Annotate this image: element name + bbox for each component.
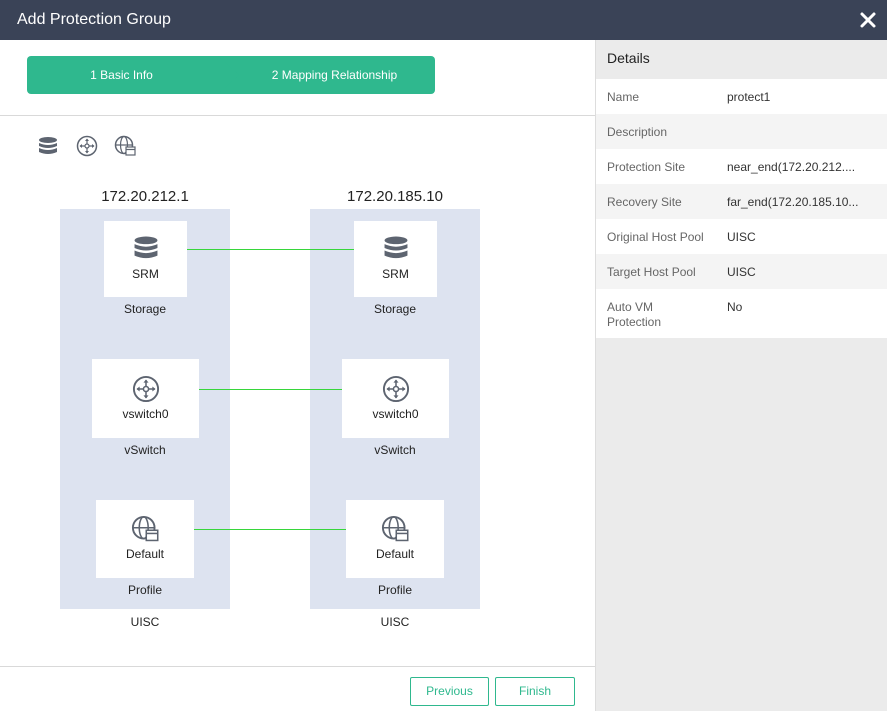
step-basic-info-label: 1 Basic Info (90, 68, 153, 82)
details-value: No (727, 300, 743, 314)
vswitch-mapping-line (157, 389, 373, 390)
details-value: UISC (727, 265, 756, 279)
site-b-vswitch-node[interactable]: vswitch0 (342, 359, 449, 438)
step-basic-info[interactable]: 1 Basic Info (27, 56, 240, 94)
storage-mapping-line (157, 249, 373, 250)
site-a-ip: 172.20.212.1 (101, 188, 189, 205)
node-label: Default (375, 547, 415, 561)
node-label: SRM (382, 267, 409, 281)
details-row-original-host-pool: Original Host Pool UISC (596, 219, 887, 254)
details-row-target-host-pool: Target Host Pool UISC (596, 254, 887, 289)
step-mapping-relationship[interactable]: 2 Mapping Relationship (218, 56, 435, 94)
details-key: Original Host Pool (607, 230, 704, 244)
node-label: Default (125, 547, 165, 561)
profile-icon (381, 515, 409, 542)
vswitch-icon (132, 375, 160, 403)
details-key: Description (607, 125, 668, 139)
profile-icon[interactable] (114, 135, 136, 157)
details-key: Target Host Pool (607, 265, 696, 279)
vswitch-icon[interactable] (76, 135, 98, 157)
storage-icon[interactable] (37, 135, 59, 157)
storage-icon (384, 236, 408, 259)
profile-icon (131, 515, 159, 542)
site-b-name: UISC (380, 615, 410, 629)
close-icon[interactable] (857, 9, 879, 31)
profile-mapping-line (157, 529, 373, 530)
details-key: Protection Site (607, 160, 686, 174)
site-a-vswitch-category: vSwitch (124, 443, 166, 457)
node-label: SRM (132, 267, 159, 281)
details-row-recovery-site: Recovery Site far_end(172.20.185.10... (596, 184, 887, 219)
site-a-profile-category: Profile (127, 583, 162, 597)
details-row-auto-vm-protection: Auto VM Protection No (596, 289, 887, 338)
details-row-name: Name protect1 (596, 79, 887, 114)
site-b-profile-node[interactable]: Default (346, 500, 444, 578)
site-a-name: UISC (130, 615, 160, 629)
details-value: far_end(172.20.185.10... (727, 195, 859, 209)
site-a-storage-category: Storage (123, 302, 167, 316)
node-label: vswitch0 (372, 407, 419, 421)
divider-bottom (0, 666, 595, 667)
site-a-vswitch-node[interactable]: vswitch0 (92, 359, 199, 438)
site-a-storage-node[interactable]: SRM (104, 221, 187, 297)
details-key: Auto VM Protection (607, 300, 662, 329)
details-value: near_end(172.20.212.... (727, 160, 856, 174)
details-value: protect1 (727, 90, 771, 104)
storage-icon (134, 236, 158, 259)
site-b-storage-node[interactable]: SRM (354, 221, 437, 297)
node-label: vswitch0 (122, 407, 169, 421)
divider-top (0, 115, 595, 116)
dialog-titlebar: Add Protection Group (0, 0, 887, 40)
mapping-panel: 1 Basic Info 2 Mapping Relationship 172.… (0, 40, 595, 711)
details-key: Name (607, 90, 640, 104)
site-b-storage-category: Storage (373, 302, 417, 316)
details-row-description: Description (596, 114, 887, 149)
details-key: Recovery Site (607, 195, 682, 209)
vswitch-icon (382, 375, 410, 403)
site-b-ip: 172.20.185.10 (347, 188, 443, 205)
details-value: UISC (727, 230, 756, 244)
site-a-profile-node[interactable]: Default (96, 500, 194, 578)
details-heading: Details (607, 50, 650, 66)
details-panel: Details Name protect1 Description Protec… (595, 40, 887, 711)
dialog-title: Add Protection Group (17, 11, 171, 28)
step-mapping-relationship-label: 2 Mapping Relationship (271, 68, 398, 82)
site-b-vswitch-category: vSwitch (374, 443, 416, 457)
site-b-profile-category: Profile (377, 583, 412, 597)
details-row-protection-site: Protection Site near_end(172.20.212.... (596, 149, 887, 184)
previous-button[interactable]: Previous (410, 677, 489, 706)
finish-button[interactable]: Finish (495, 677, 575, 706)
